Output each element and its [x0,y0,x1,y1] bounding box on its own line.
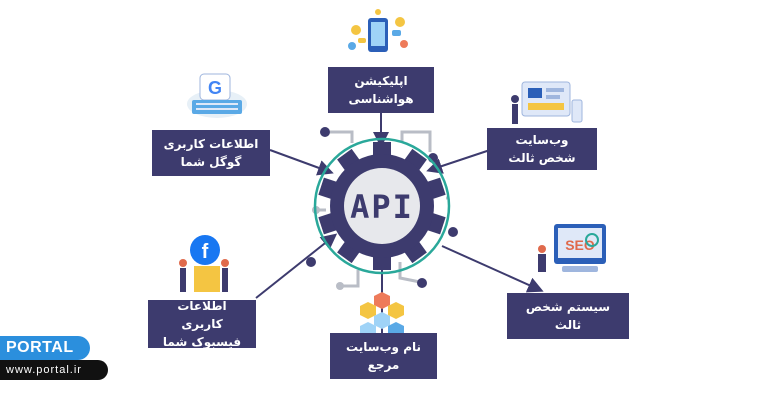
connector-web3 [426,149,491,174]
phone-weather-icon [348,9,408,52]
gear-ring [313,137,451,275]
node-weather-app-label: اپلیکیشن هواشناسی [348,74,414,106]
node-third-party-website: وب‌سایت شخص ثالث [487,128,597,170]
node-third-party-system-label: سیستم شخص ثالث [525,300,611,332]
node-referrer-website: نام وب‌سایت مرجع [330,333,437,379]
website-dashboard-icon [511,81,583,124]
connector-google [269,149,334,176]
api-label: API [350,188,414,226]
google-keyboard-icon: G [187,73,247,118]
brand-name: PORTAL [0,336,90,360]
circuit-lines [316,130,448,288]
node-google-user-info: اطلاعات کاربری گوگل شما [152,130,270,176]
connector-fb [255,233,338,299]
facebook-people-icon: f [179,235,229,292]
circuit-dots [306,127,458,288]
node-facebook-user-info-label: اطلاعات کاربری فیسبوک شما [162,299,242,349]
connector-sys3 [441,245,544,293]
node-google-user-info-label: اطلاعات کاربری گوگل شما [163,137,259,169]
node-facebook-user-info: اطلاعات کاربری فیسبوک شما [148,299,256,349]
node-third-party-website-label: وب‌سایت شخص ثالث [508,133,576,165]
node-referrer-website-label: نام وب‌سایت مرجع [345,340,422,372]
seo-system-icon: SEO [538,224,606,272]
brand-url[interactable]: www.portal.ir [0,360,108,380]
svg-text:SEO: SEO [565,237,595,253]
svg-text:G: G [208,78,222,98]
node-weather-app: اپلیکیشن هواشناسی [328,67,434,113]
gear-center [344,168,420,244]
node-third-party-system: سیستم شخص ثالث [507,293,629,339]
svg-text:f: f [202,241,209,263]
